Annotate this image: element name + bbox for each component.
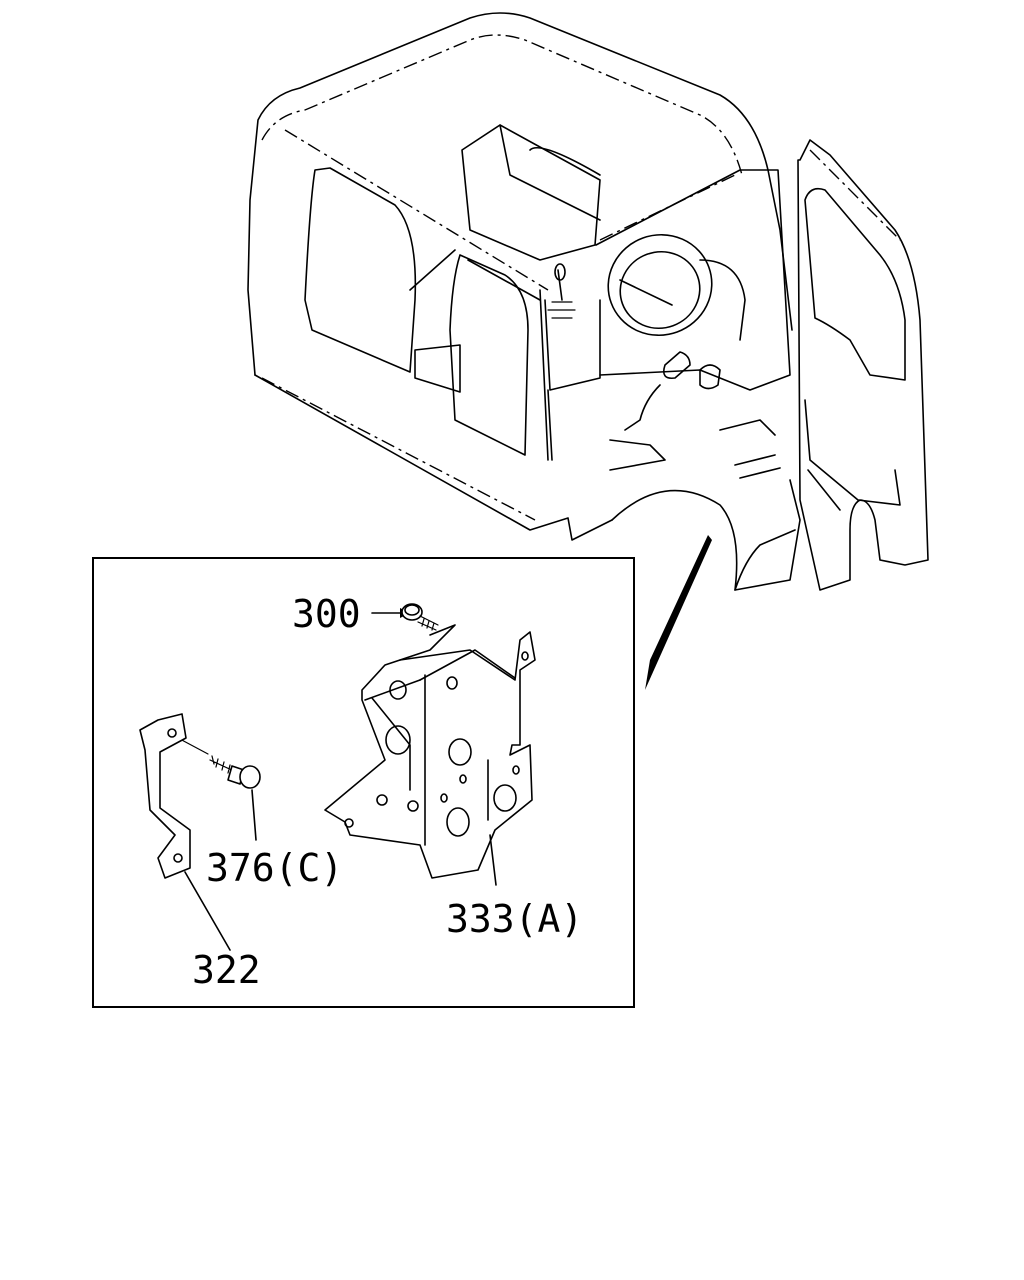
callout-333a: 333(A) <box>446 897 583 941</box>
callout-376c: 376(C) <box>206 846 343 890</box>
bolt-376c <box>177 737 261 841</box>
bracket-333a <box>324 624 536 886</box>
callout-300: 300 <box>292 592 361 636</box>
callout-322: 322 <box>192 948 261 992</box>
bracket-322 <box>139 713 231 951</box>
bolt-300 <box>371 603 439 631</box>
vehicle-cab-illustration <box>247 12 929 690</box>
